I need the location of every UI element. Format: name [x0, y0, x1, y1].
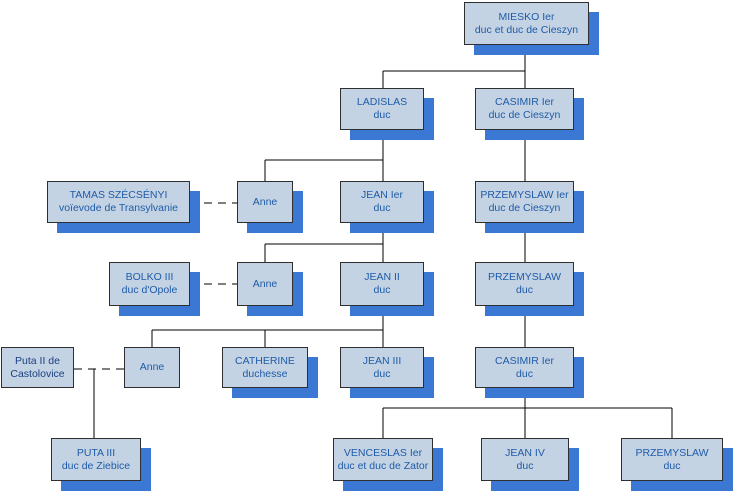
node-name: PRZEMYSLAW — [487, 271, 562, 283]
node-title: duc — [516, 367, 533, 380]
node-title: Castolovice — [10, 367, 65, 380]
node-name: Anne — [252, 277, 278, 290]
node-name: CASIMIR Ier — [495, 96, 554, 108]
node-name: PUTA III — [76, 446, 116, 459]
node-title: duc — [516, 459, 534, 472]
node-title: duc — [663, 459, 681, 472]
node-name: Puta II de — [15, 354, 60, 367]
node-name: JEAN II — [364, 271, 400, 283]
node-title: voïevode de Transylvanie — [58, 202, 179, 214]
node-name: VENCESLAS Ier — [343, 446, 423, 459]
node-title: duc de Ziebice — [61, 459, 131, 472]
node-title: duc et duc de Zator — [337, 459, 429, 472]
node-title: duc de Cieszyn — [488, 109, 561, 121]
node-name: MIESKO Ier — [498, 10, 555, 23]
node-title: duc — [373, 284, 391, 296]
node-name: JEAN IV — [505, 446, 545, 459]
node-name: LADISLAS — [356, 96, 408, 108]
node-name: JEAN III — [362, 354, 402, 367]
node-name: PRZEMYSLAW — [635, 446, 709, 459]
node-name: CASIMIR Ier — [495, 354, 554, 367]
node-title: duc de Cieszyn — [488, 202, 561, 214]
node-name: Anne — [139, 361, 165, 373]
node-title: duc — [373, 109, 391, 121]
node-title: duc et duc de Cieszyn — [474, 23, 579, 36]
node-name: TAMAS SZÉCSÉNYI — [69, 189, 168, 201]
node-name: JEAN Ier — [360, 189, 403, 201]
node-title: duc — [516, 284, 533, 296]
node-title: duc — [373, 367, 391, 380]
node-name: BOLKO III — [125, 271, 174, 283]
node-name: Anne — [252, 195, 278, 208]
node-name: PRZEMYSLAW Ier — [480, 189, 569, 201]
node-title: duchesse — [242, 367, 288, 380]
node-name: CATHERINE — [235, 354, 295, 367]
node-title: duc d'Opole — [121, 284, 178, 296]
node-title: duc — [373, 202, 391, 214]
